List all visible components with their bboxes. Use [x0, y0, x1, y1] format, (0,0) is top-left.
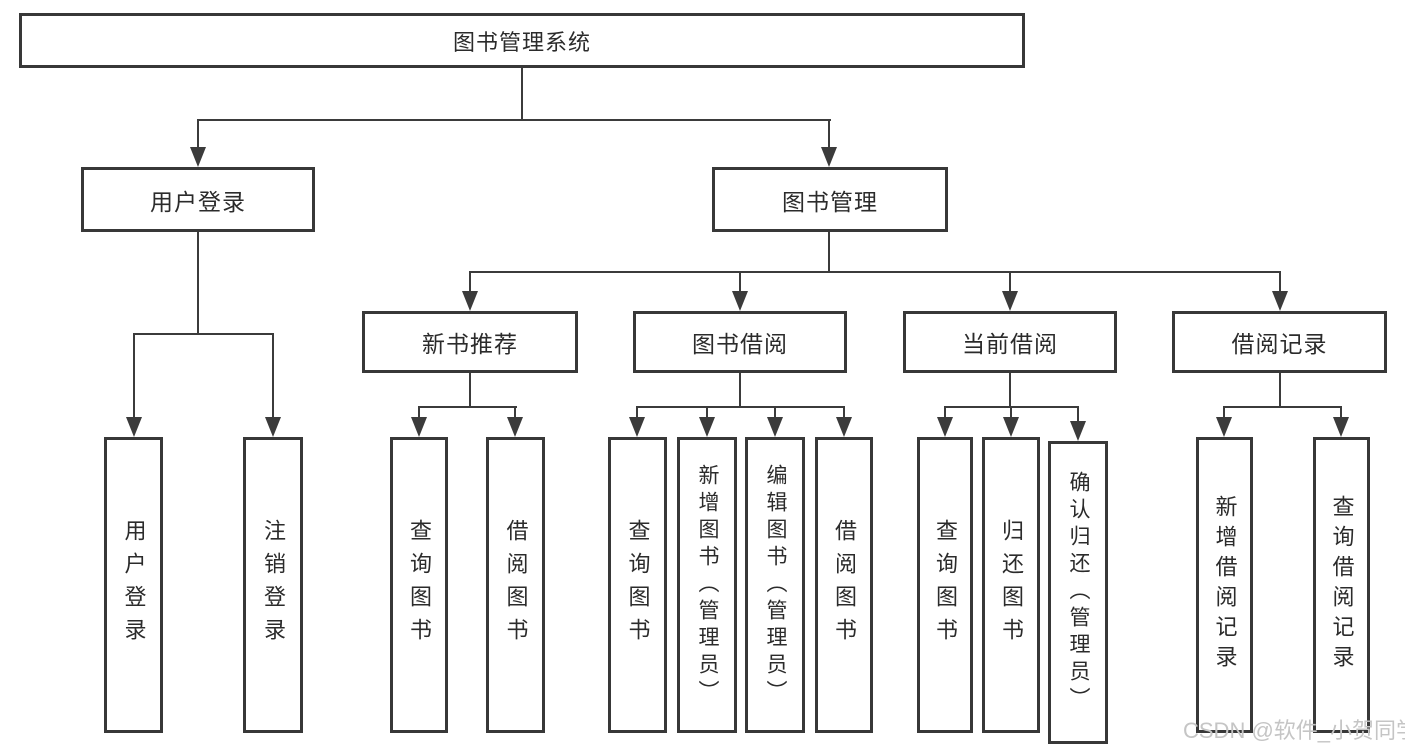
connector-line — [514, 406, 516, 419]
leaf-borrow-edit-book: 编辑图书（管理员） — [745, 437, 805, 733]
connector-line — [1223, 406, 1225, 419]
node-user-login: 用户登录 — [81, 167, 315, 232]
connector-line — [636, 406, 845, 408]
arrow-down-icon — [462, 291, 478, 311]
connector-line — [133, 333, 135, 419]
connector-line — [469, 271, 471, 293]
node-root-label: 图书管理系统 — [452, 29, 591, 55]
node-book-mgmt-label: 图书管理 — [782, 188, 878, 215]
leaf-rec-query-book: 查询图书 — [390, 437, 448, 733]
arrow-down-icon — [1333, 417, 1349, 437]
arrow-down-icon — [507, 417, 523, 437]
leaf-user-login-label: 用户登录 — [121, 519, 147, 651]
arrow-down-icon — [836, 417, 852, 437]
leaf-user-login: 用户登录 — [104, 437, 163, 733]
node-borrow-records: 借阅记录 — [1172, 311, 1387, 373]
connector-line — [418, 406, 420, 419]
leaf-logout-label: 注销登录 — [261, 519, 286, 651]
arrow-down-icon — [699, 417, 715, 437]
arrow-down-icon — [1070, 421, 1086, 441]
leaf-cur-return-book-label: 归还图书 — [999, 519, 1024, 651]
node-current-borrow-label: 当前借阅 — [962, 331, 1058, 357]
leaf-borrow-edit-book-label: 编辑图书（管理员） — [764, 463, 787, 707]
leaf-cur-query-book: 查询图书 — [917, 437, 973, 733]
connector-line — [1009, 271, 1011, 293]
arrow-down-icon — [937, 417, 953, 437]
connector-line — [1279, 373, 1281, 408]
leaf-borrow-borrow-book: 借阅图书 — [815, 437, 873, 733]
leaf-borrow-query-book-label: 查询图书 — [625, 519, 651, 651]
leaf-borrow-add-book-label: 新增图书（管理员） — [696, 463, 719, 707]
node-user-login-label: 用户登录 — [150, 188, 246, 215]
node-new-book-rec: 新书推荐 — [362, 311, 578, 373]
node-book-mgmt: 图书管理 — [712, 167, 948, 232]
leaf-rec-borrow-book-label: 借阅图书 — [503, 519, 529, 651]
connector-line — [706, 406, 708, 419]
connector-line — [1223, 406, 1342, 408]
leaf-hist-query-record-label: 查询借阅记录 — [1329, 495, 1355, 675]
node-root: 图书管理系统 — [19, 13, 1025, 68]
connector-line — [197, 232, 199, 335]
leaf-borrow-borrow-book-label: 借阅图书 — [832, 519, 857, 651]
connector-line — [774, 406, 776, 419]
leaf-cur-confirm-return-label: 确认归还（管理员） — [1067, 471, 1090, 714]
connector-line — [1279, 271, 1281, 293]
connector-line — [944, 406, 946, 419]
connector-line — [828, 232, 830, 273]
leaf-borrow-query-book: 查询图书 — [608, 437, 667, 733]
connector-line — [521, 68, 523, 120]
leaf-cur-return-book: 归还图书 — [982, 437, 1040, 733]
connector-line — [418, 406, 517, 408]
connector-line — [1010, 406, 1012, 419]
arrow-down-icon — [629, 417, 645, 437]
node-book-borrow: 图书借阅 — [633, 311, 847, 373]
connector-line — [1340, 406, 1342, 419]
connector-line — [197, 119, 199, 149]
connector-line — [469, 271, 1281, 273]
leaf-rec-query-book-label: 查询图书 — [407, 519, 432, 651]
leaf-logout: 注销登录 — [243, 437, 303, 733]
leaf-cur-query-book-label: 查询图书 — [933, 519, 958, 651]
connector-line — [636, 406, 638, 419]
arrow-down-icon — [821, 147, 837, 167]
leaf-borrow-add-book: 新增图书（管理员） — [677, 437, 737, 733]
arrow-down-icon — [1002, 291, 1018, 311]
arrow-down-icon — [126, 417, 142, 437]
connector-line — [828, 119, 830, 149]
connector-line — [843, 406, 845, 419]
arrow-down-icon — [411, 417, 427, 437]
arrow-down-icon — [265, 417, 281, 437]
connector-line — [272, 333, 274, 419]
leaf-cur-confirm-return: 确认归还（管理员） — [1048, 441, 1108, 744]
leaf-hist-add-record-label: 新增借阅记录 — [1212, 495, 1238, 675]
arrow-down-icon — [1003, 417, 1019, 437]
connector-line — [197, 119, 831, 121]
arrow-down-icon — [190, 147, 206, 167]
node-new-book-rec-label: 新书推荐 — [422, 331, 518, 357]
connector-line — [1077, 406, 1079, 423]
arrow-down-icon — [1216, 417, 1232, 437]
csdn-watermark: CSDN @软件_小贺同学 — [1183, 718, 1405, 743]
connector-line — [1009, 373, 1011, 408]
arrow-down-icon — [732, 291, 748, 311]
node-book-borrow-label: 图书借阅 — [692, 331, 788, 357]
connector-line — [133, 333, 274, 335]
node-borrow-records-label: 借阅记录 — [1231, 331, 1328, 357]
connector-line — [469, 373, 471, 408]
leaf-hist-query-record: 查询借阅记录 — [1313, 437, 1370, 733]
arrow-down-icon — [1272, 291, 1288, 311]
leaf-hist-add-record: 新增借阅记录 — [1196, 437, 1253, 733]
connector-line — [739, 271, 741, 293]
node-current-borrow: 当前借阅 — [903, 311, 1117, 373]
arrow-down-icon — [767, 417, 783, 437]
connector-line — [739, 373, 741, 408]
leaf-rec-borrow-book: 借阅图书 — [486, 437, 545, 733]
